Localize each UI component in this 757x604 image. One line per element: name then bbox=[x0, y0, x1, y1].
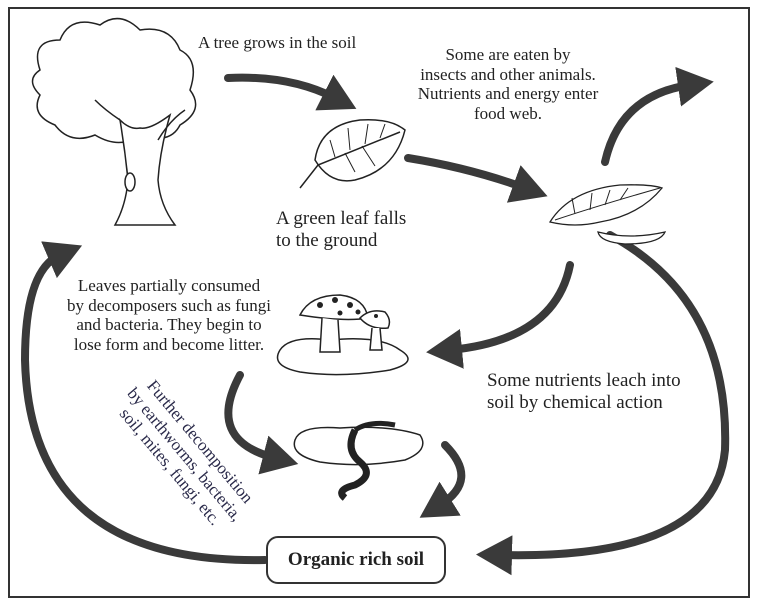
text-line: Leaves partially consumed bbox=[77, 276, 261, 295]
green-leaf-illustration bbox=[299, 118, 406, 189]
text-line: by decomposers such as fungi bbox=[67, 295, 271, 315]
arrow-leaf-to-litter bbox=[404, 154, 548, 203]
text-line: insects and other animals. bbox=[420, 64, 596, 84]
text-line: and bacteria. They begin to bbox=[76, 315, 262, 335]
frame-border bbox=[8, 7, 750, 598]
arrow-worms-to-soil bbox=[419, 441, 466, 518]
text-line: lose form and become litter. bbox=[73, 334, 265, 354]
label-eaten-by-animals: Some are eaten by insects and other anim… bbox=[388, 45, 628, 123]
arrow-to-foodweb bbox=[601, 66, 714, 166]
organic-soil-box: Organic rich soil bbox=[266, 536, 446, 584]
text-line: Some nutrients leach into bbox=[487, 370, 681, 391]
text-line: Nutrients and energy enter bbox=[417, 84, 599, 104]
arrow-litter-to-decomposers bbox=[426, 261, 574, 369]
label-partially-consumed: Leaves partially consumed by decomposers… bbox=[44, 276, 294, 354]
text-line: A green leaf falls bbox=[276, 208, 407, 229]
text-line: to the ground bbox=[276, 229, 378, 251]
mushrooms-illustration bbox=[276, 294, 409, 376]
label-tree-grows: A tree grows in the soil bbox=[198, 33, 357, 52]
tree-illustration bbox=[31, 17, 197, 226]
label-organic-soil: Organic rich soil bbox=[287, 549, 425, 570]
arrow-leach-to-soil bbox=[476, 231, 730, 576]
earthworm-illustration bbox=[293, 420, 424, 501]
text-line: Some are eaten by bbox=[445, 45, 571, 64]
text-line: soil by chemical action bbox=[487, 391, 663, 413]
decaying-leaf-illustration bbox=[548, 184, 667, 245]
label-leaf-falls: A green leaf falls to the ground bbox=[276, 208, 406, 252]
arrow-tree-to-leaf bbox=[224, 73, 357, 111]
text-line: food web. bbox=[474, 103, 542, 123]
label-nutrients-leach: Some nutrients leach into soil by chemic… bbox=[487, 370, 681, 414]
arrow-fungi-to-worms bbox=[224, 371, 299, 475]
arrow-soil-to-tree bbox=[20, 241, 269, 565]
